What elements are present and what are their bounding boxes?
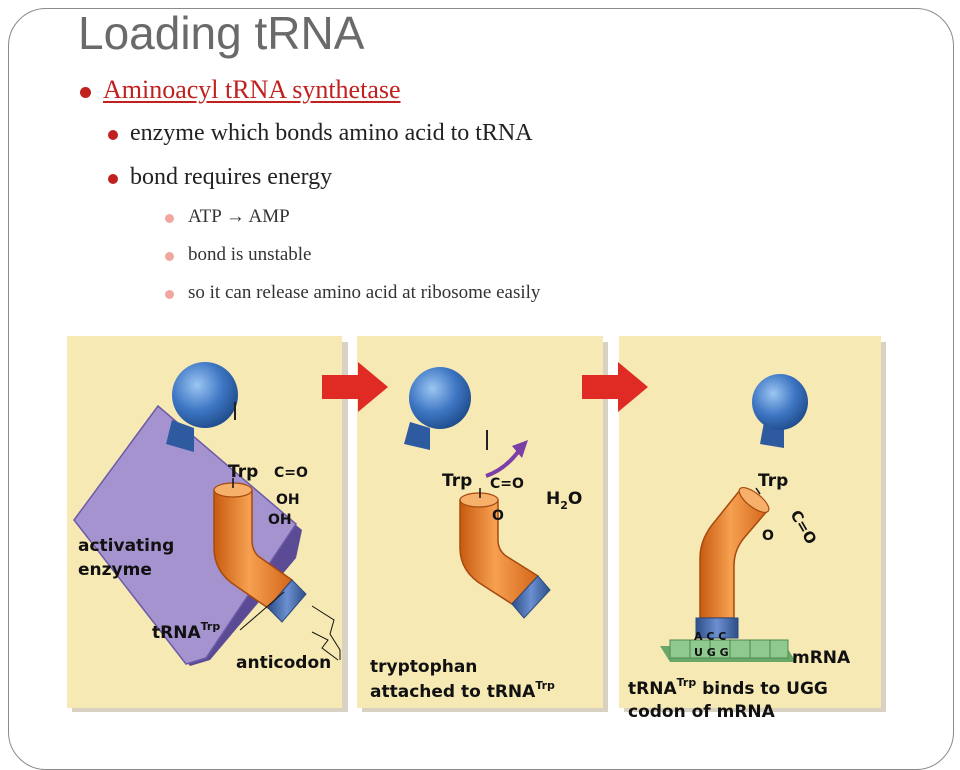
- panel3-caption: tRNATrp binds to UGG: [628, 676, 828, 699]
- trp-label: Trp: [442, 471, 472, 491]
- panel3-caption: codon of mRNA: [628, 702, 776, 720]
- trp-label: Trp: [228, 462, 258, 482]
- panel-2: [357, 336, 608, 712]
- panel2-caption: tryptophan: [370, 657, 477, 677]
- bullet-dot: [165, 252, 174, 261]
- hydroxyl-label: OH: [276, 492, 300, 508]
- activating-enzyme-label: activating: [78, 536, 174, 556]
- anticodon-pointer: [311, 605, 341, 660]
- ribosome-ball-icon: [166, 362, 238, 452]
- bullet-dot: [108, 174, 118, 184]
- bullet-dot: [165, 214, 174, 223]
- bullet-dot: [165, 290, 174, 299]
- anticodon-label: anticodon: [236, 653, 331, 673]
- bullet-dot: [80, 87, 91, 98]
- bullet-aminoacyl-trna-synthetase: Aminoacyl tRNA synthetase: [103, 75, 401, 104]
- trna-loading-diagram: Trp C=O OH OH activating enzyme tRNATrp …: [67, 336, 886, 720]
- bullet-list: Aminoacyl tRNA synthetase enzyme which b…: [0, 0, 960, 330]
- water-label: H2O: [546, 489, 582, 512]
- bullet-release-amino-acid: so it can release amino acid at ribosome…: [188, 282, 541, 303]
- bullet-enzyme-definition: enzyme which bonds amino acid to tRNA: [130, 120, 533, 146]
- activating-enzyme-label: enzyme: [78, 560, 152, 580]
- step-arrow-icon: [582, 362, 648, 412]
- oxygen-label: O: [762, 528, 774, 544]
- trna-molecule: [213, 478, 307, 623]
- slide-title: Loading tRNA: [78, 7, 365, 59]
- trna-trp-label: tRNATrp: [152, 620, 220, 643]
- bullet-atp-amp: ATP → AMP: [188, 206, 290, 227]
- mrna-strand: [660, 639, 796, 662]
- codon-sequence: U G G: [694, 646, 729, 659]
- carbonyl-label: C=O: [274, 465, 308, 481]
- carbonyl-label: C=O: [490, 476, 524, 492]
- ribosome-ball-icon: [752, 374, 808, 448]
- ribosome-ball-icon: [404, 367, 488, 450]
- bullet-dot: [108, 130, 118, 140]
- panel2-caption: attached to tRNATrp: [370, 679, 555, 702]
- bullet-bond-unstable: bond is unstable: [188, 244, 312, 265]
- trna-molecule: [695, 487, 770, 639]
- mrna-label: mRNA: [792, 648, 851, 668]
- trp-label: Trp: [758, 471, 788, 491]
- oxygen-label: O: [492, 508, 504, 524]
- step-arrow-icon: [322, 362, 388, 412]
- anticodon-sequence: A C C: [694, 630, 726, 643]
- bullet-bond-requires-energy: bond requires energy: [130, 164, 333, 190]
- trna-molecule: [459, 488, 551, 619]
- release-arrow-icon: [485, 450, 520, 478]
- hydroxyl-label: OH: [268, 512, 292, 528]
